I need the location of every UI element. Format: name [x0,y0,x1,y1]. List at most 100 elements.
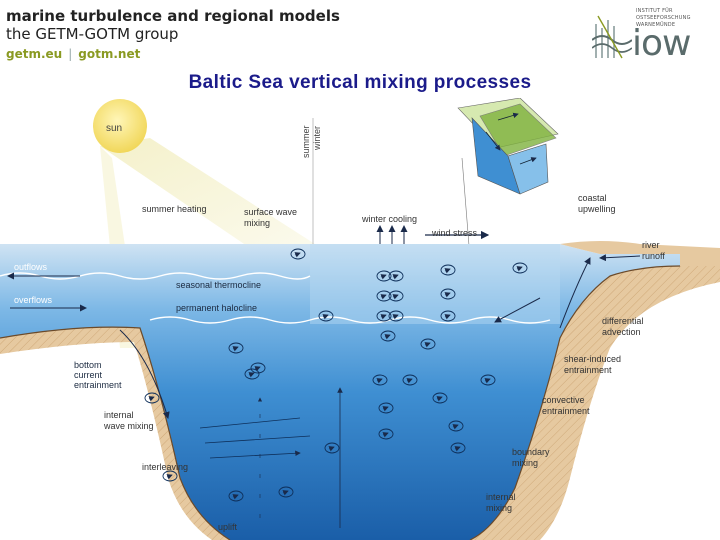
eddy-icon [378,428,394,440]
river-runoff-label-1: river [642,240,660,250]
permanent-halocline-label: permanent halocline [176,303,257,313]
eddy-arrow [232,346,239,352]
eddy-arrow [452,424,459,430]
coastal-upwelling-label-2: upwelling [578,204,616,214]
eddy-arrow [380,314,387,320]
eddy-arrow [444,268,451,274]
eddy-icon [228,342,244,354]
eddy-icon [378,402,394,414]
eddy-icon [450,442,466,454]
seabed-sediment-hatch [0,327,230,540]
eddy-icon [512,262,528,274]
eddy-arrow [294,252,301,258]
eddy-icon [380,330,396,342]
eddy-arrow [436,396,443,402]
eddy-icon [388,290,404,302]
eddy-icon [448,420,464,432]
eddy-arrow [382,432,389,438]
iow-logo: INSTITUT FÜR OSTSEEFORSCHUNG WARNEMÜNDE … [590,4,712,64]
getm-link[interactable]: getm.eu [6,47,63,61]
eddy-arrow [254,366,261,372]
bottom-current-label-1: bottom [74,360,102,370]
eddy-arrow [384,334,391,340]
winter-cooling-label: winter cooling [361,214,417,224]
eddy-icon [250,362,266,374]
eddy-icon [324,442,340,454]
eddy-icon [480,374,496,386]
surface-wave-mixing-label-1: surface wave [244,207,297,217]
eddy-icon [440,264,456,276]
link-separator: | [68,47,73,61]
internal-mixing-label-2: mixing [486,503,512,513]
eddy-arrow [382,406,389,412]
eddy-icon [228,490,244,502]
interleaving-lines [199,417,311,458]
eddy-icon [402,374,418,386]
eddy-arrow [248,372,255,378]
eddy-arrow [444,314,451,320]
eddy-arrow [392,314,399,320]
eddy-icon [388,310,404,322]
iow-wave-emblem-icon [592,15,632,59]
logo-small-line-3: WARNEMÜNDE [636,22,676,28]
eddy-arrow [424,342,431,348]
sun-label: sun [106,123,122,134]
inset-block-diagram [457,97,559,195]
header: marine turbulence and regional models th… [0,0,720,64]
eddy-icon [420,338,436,350]
eddy-arrow [322,314,329,320]
website-links: getm.eu | gotm.net [6,47,140,61]
coastal-upwelling-label-1: coastal [578,193,607,203]
uplift-label: uplift [218,522,238,532]
eddy-icon [376,290,392,302]
bottom-current-label-2: current [74,370,103,380]
shear-induced-label-2: entrainment [564,365,612,375]
group-name-line1: marine turbulence and regional models [6,7,340,25]
group-name-line2: the GETM-GOTM group [6,25,179,43]
internal-wave-mixing-label-2: wave mixing [103,421,154,431]
wind-stress-label: wind stress [431,228,478,238]
sun-icon [93,99,147,153]
eddy-icon [318,310,334,322]
differential-advection-label-2: advection [602,327,641,337]
right-slope-hatch [470,266,720,540]
eddy-arrow [166,474,173,480]
eddy-icon [162,470,178,482]
eddy-arrow [380,274,387,280]
eddy-arrow [516,266,523,272]
internal-wave-mixing-label-1: internal [104,410,134,420]
eddy-arrow [376,378,383,384]
summer-heating-label: summer heating [142,204,207,214]
shear-induced-label-1: shear-induced [564,354,621,364]
differential-advection-label-1: differential [602,316,643,326]
bottom-current-label-3: entrainment [74,380,122,390]
logo-wordmark: iow [632,23,691,64]
river-runoff-label-2: runoff [642,251,665,261]
gotm-link[interactable]: gotm.net [78,47,141,61]
sunbeam [100,138,318,248]
river-inflow-arrow [599,254,641,262]
right-coast [560,241,720,266]
internal-mixing-label-1: internal [486,492,516,502]
overflows-label: overflows [14,295,53,305]
eddy-arrow [392,294,399,300]
eddy-icon [440,288,456,300]
eddy-icon [244,368,260,380]
bottom-current-arrow [119,329,170,419]
slide-title: Baltic Sea vertical mixing processes [188,72,532,93]
seasonal-thermocline-line [0,272,311,280]
interleaving-label: interleaving [142,462,188,472]
inset-leader-line [461,157,471,259]
eddy-icon [376,310,392,322]
eddy-arrow [406,378,413,384]
eddy-arrow [328,446,335,452]
upwelling-arrow [559,257,591,329]
eddy-icon [290,248,306,260]
eddy-arrow [380,294,387,300]
mixed-surface-layer [310,244,560,324]
eddy-icon [388,270,404,282]
eddy-arrow [484,378,491,384]
boundary-mixing-label-2: mixing [512,458,538,468]
logo-small-line-1: INSTITUT FÜR [636,8,673,14]
